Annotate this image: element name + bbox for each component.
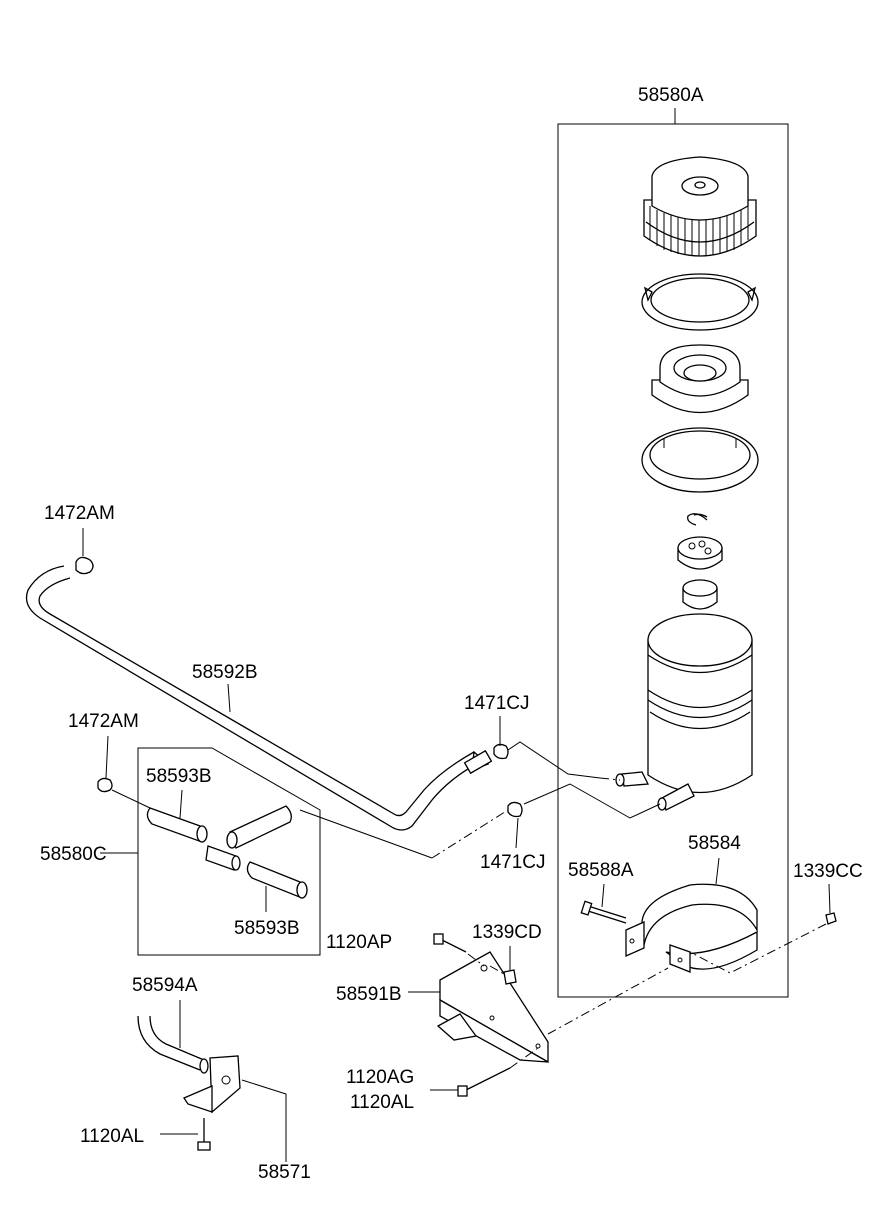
band-bolt [580,883,627,924]
bolt-1120AP [433,933,485,967]
label-58571: 58571 [258,1162,311,1183]
label-1120AL-bracket: 1120AL [350,1092,414,1113]
pipe-bracket-58571 [183,1055,287,1162]
snap-ring [687,513,708,526]
hose-clamp-left [97,735,151,809]
label-58593B-top: 58593B [146,766,212,787]
valve-part [677,536,723,570]
label-58591B: 58591B [336,984,402,1005]
nut-1339CC [689,883,837,974]
gasket-ring [641,273,759,331]
label-58588A: 58588A [568,860,634,881]
bracket-58591B [408,951,549,1064]
label-1120AL-pipe: 1120AL [80,1126,144,1147]
label-1120AP: 1120AP [326,932,392,953]
nut-1339CD [489,946,517,985]
label-58584: 58584 [688,833,741,854]
reservoir-cap [643,156,757,257]
short-hose-1 [146,789,208,843]
label-58580C: 58580C [40,844,107,865]
short-hose-4 [246,861,308,912]
label-1471CJ-upper: 1471CJ [464,693,530,714]
strainer-cap [651,344,749,414]
short-hose-2 [226,805,292,849]
bolt-1120AG [430,967,669,1097]
reservoir-body [615,613,753,811]
reservoir-assembly-box [557,108,789,998]
label-58594A: 58594A [132,975,198,996]
spring-seat [682,579,718,610]
hose-clamp-upper [493,716,621,781]
hose-clamp-top [75,528,94,575]
pipe-58594A [137,1000,209,1074]
label-1120AG: 1120AG [346,1067,414,1088]
filter-ring [641,427,759,493]
label-1339CD: 1339CD [472,922,542,943]
hose-kit-box [100,747,321,956]
main-hose [25,565,493,831]
label-1339CC: 1339CC [793,861,863,882]
label-58593B-bottom: 58593B [234,918,300,939]
hose-clamp-lower [299,783,661,859]
label-1472AM-top: 1472AM [44,503,115,524]
label-1472AM-left: 1472AM [68,711,139,732]
bolt-1120AL [160,1118,211,1151]
band-clamp [625,857,758,973]
label-58580A: 58580A [638,85,704,106]
short-hose-3 [205,845,241,871]
label-1471CJ-lower: 1471CJ [480,852,546,873]
label-58592B: 58592B [192,662,258,683]
